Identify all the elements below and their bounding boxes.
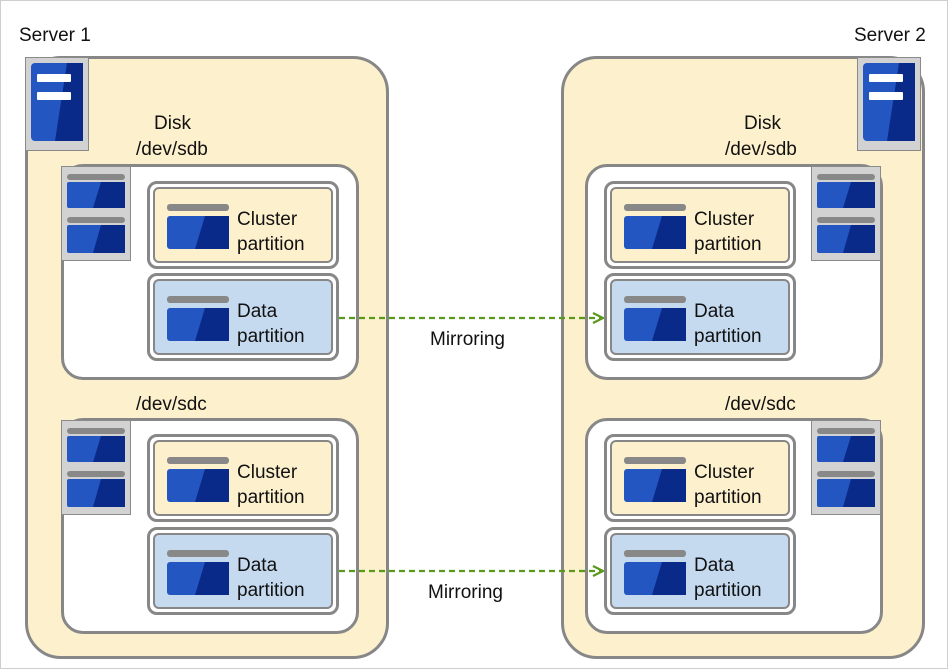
server-1-disk-1-label: Disk bbox=[154, 113, 191, 134]
server-2-disk-1-device: /dev/sdb bbox=[725, 139, 797, 160]
server-2-server-icon bbox=[857, 57, 921, 151]
server-1-title: Server 1 bbox=[19, 25, 91, 46]
partition-icon bbox=[165, 204, 231, 250]
server-1-server-icon bbox=[25, 57, 89, 151]
server-2-disk-sdc-icon bbox=[811, 420, 881, 515]
partition-icon bbox=[165, 457, 231, 503]
server-2-disk-2-device: /dev/sdc bbox=[725, 394, 796, 415]
server-1-disk-2-device: /dev/sdc bbox=[136, 394, 207, 415]
partition-icon bbox=[165, 550, 231, 596]
server-2-disk-sdb-icon bbox=[811, 166, 881, 261]
server-1-disk-sdc-icon bbox=[61, 420, 131, 515]
mirroring-arrow-sdc bbox=[339, 561, 607, 581]
partition-icon bbox=[622, 204, 688, 250]
server-1-disk-1-device: /dev/sdb bbox=[136, 139, 208, 160]
partition-icon bbox=[622, 296, 688, 342]
server-2-title: Server 2 bbox=[854, 25, 926, 46]
partition-icon bbox=[622, 457, 688, 503]
partition-icon bbox=[622, 550, 688, 596]
mirroring-arrow-sdb bbox=[339, 308, 607, 328]
mirroring-label-sdb: Mirroring bbox=[430, 329, 505, 350]
server-1-disk-sdb-icon bbox=[61, 166, 131, 261]
mirroring-label-sdc: Mirroring bbox=[428, 582, 503, 603]
partition-icon bbox=[165, 296, 231, 342]
server-2-disk-1-label: Disk bbox=[744, 113, 781, 134]
